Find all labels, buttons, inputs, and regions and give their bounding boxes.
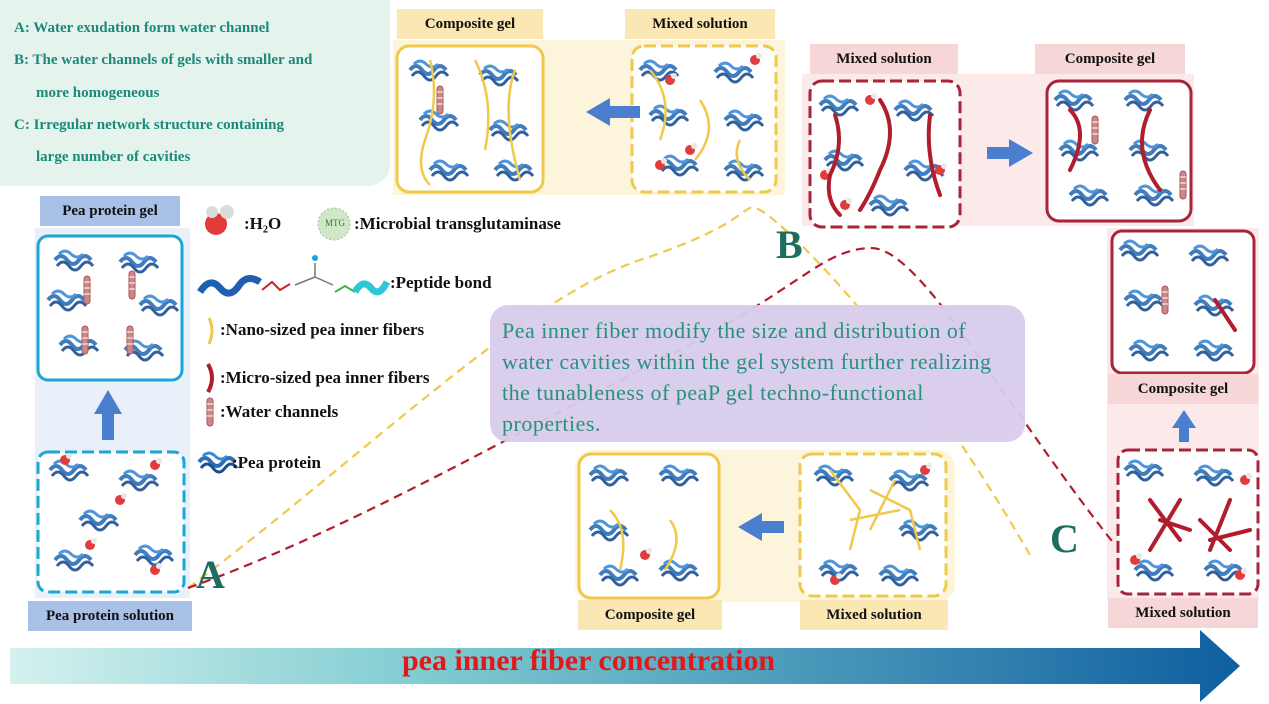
label-pea-protein-solution: Pea protein solution: [28, 601, 192, 631]
legend-b-text: B: The water channels of gels with small…: [14, 52, 313, 68]
axis-label: pea inner fiber concentration: [402, 644, 776, 677]
point-c: C: [1050, 516, 1079, 561]
mtg-label: :Microbial transglutaminase: [354, 214, 561, 233]
label-pea-protein-gel: Pea protein gel: [40, 196, 180, 226]
point-b: B: [776, 222, 803, 267]
label-b-mixed-solution: Mixed solution: [810, 44, 958, 74]
peptide-icon: [197, 255, 391, 297]
legend-c-text-2: large number of cavities: [36, 149, 191, 165]
conclusion-callout: Pea inner fiber modify the size and dist…: [490, 305, 1025, 442]
arrow-left-bottom: [738, 513, 784, 541]
pea-protein-label: :Pea protein: [232, 453, 321, 472]
legend-c-text: C: Irregular network structure containin…: [14, 117, 284, 133]
arrow-left-top: [586, 98, 640, 126]
label-c-composite-gel: Composite gel: [1108, 374, 1258, 404]
micro-fiber-curve: [187, 246, 1116, 590]
label-c-mixed-solution: Mixed solution: [1108, 598, 1258, 628]
label-bottom-composite-gel: Composite gel: [578, 600, 722, 630]
micro-fiber-icon: [206, 363, 214, 393]
arrow-up-right: [1172, 410, 1196, 442]
h2o-icon: [205, 205, 234, 235]
legend-b-text-2: more homogeneous: [36, 85, 160, 101]
arrow-up-left: [94, 390, 122, 440]
arrow-right-b: [987, 139, 1033, 167]
concentration-axis-arrow: [10, 630, 1240, 702]
h2o-label: :H₂O: [244, 214, 282, 233]
nano-fiber-icon: [207, 317, 214, 345]
water-channel-icon: [206, 397, 214, 427]
label-top-composite-gel: Composite gel: [397, 9, 543, 39]
nano-fiber-label: :Nano-sized pea inner fibers: [220, 320, 425, 339]
label-b-composite-gel: Composite gel: [1035, 44, 1185, 74]
point-a: A: [196, 552, 225, 597]
mtg-icon: [317, 207, 351, 241]
label-top-mixed-solution: Mixed solution: [625, 9, 775, 39]
legend-a-text: A: Water exudation form water channel: [14, 20, 270, 36]
water-channel-label: :Water channels: [220, 402, 339, 421]
micro-fiber-label: :Micro-sized pea inner fibers: [220, 368, 430, 387]
letter-legend-panel: A: Water exudation form water channel B:…: [0, 0, 390, 186]
peptide-bond-label: :Peptide bond: [390, 273, 492, 292]
mtg-badge-text: MTG: [325, 218, 345, 228]
label-bottom-mixed-solution: Mixed solution: [800, 600, 948, 630]
